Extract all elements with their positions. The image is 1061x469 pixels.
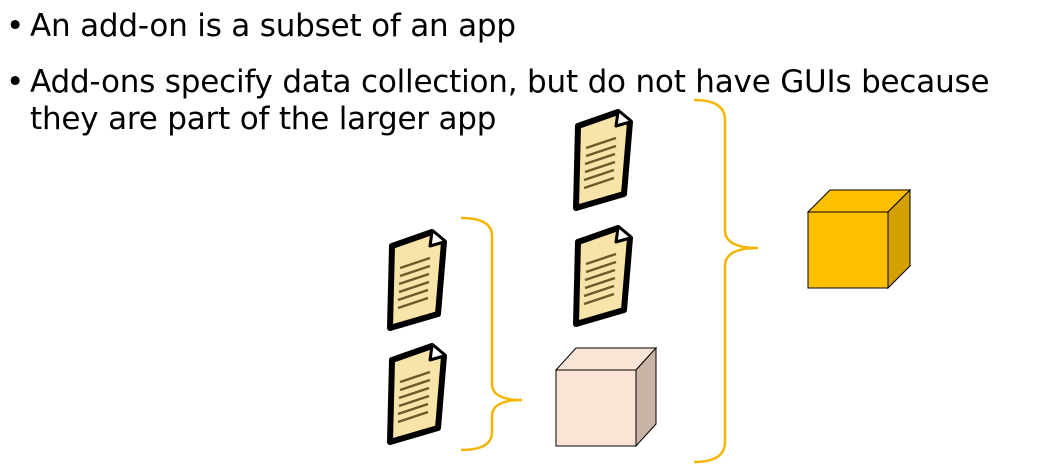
bullet-item-subset: •An add-on is a subset of an app <box>6 8 516 45</box>
document-icon <box>576 228 630 324</box>
bullet-dot: • <box>6 64 25 100</box>
bullet-dot: • <box>6 8 25 44</box>
document-icon <box>390 232 444 328</box>
curly-brace <box>460 216 523 452</box>
add-on-cube-icon <box>554 346 658 448</box>
bullet-text-line-2: they are part of the larger app <box>30 101 497 137</box>
app-cube-icon <box>806 188 912 290</box>
bullet-text-line-1: Add-ons specify data collection, but do … <box>30 64 990 100</box>
curly-brace <box>693 98 759 464</box>
document-icon <box>390 346 444 442</box>
document-icon <box>576 112 630 208</box>
bullet-text: An add-on is a subset of an app <box>30 8 516 44</box>
bullet-item-data-collection: •Add-ons specify data collection, but do… <box>6 64 990 138</box>
